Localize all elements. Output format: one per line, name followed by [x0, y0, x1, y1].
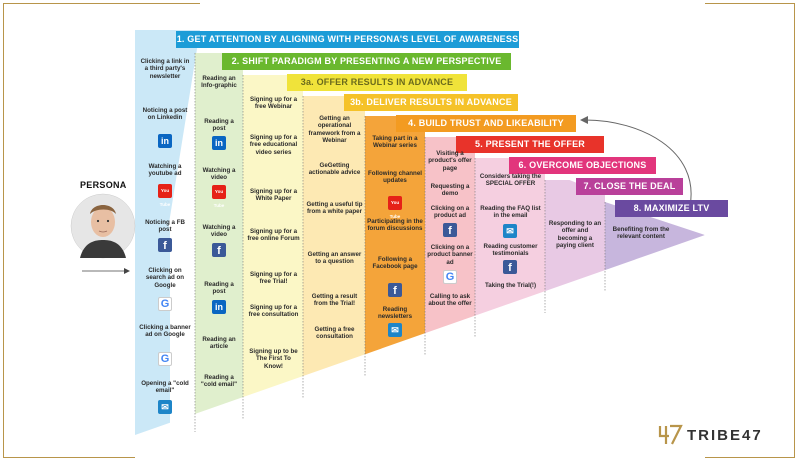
- mail-icon: ✉: [158, 400, 172, 414]
- stage-5-column: [425, 137, 475, 365]
- col4-step-3: Getting a useful tip from a white paper: [306, 201, 363, 216]
- stage-3b-header: 3b. DELIVER RESULTS IN ADVANCE: [344, 94, 518, 111]
- stage-6-column: [475, 158, 545, 340]
- tribe47-logo-icon: [658, 424, 683, 445]
- facebook-icon: f: [503, 260, 517, 274]
- col1-step-4: Noticing a FB post: [145, 219, 185, 234]
- stage-4-column: [365, 116, 425, 385]
- brand-name: TRIBE47: [687, 427, 763, 444]
- stage-3a-header: 3a. OFFER RESULTS IN ADVANCE: [287, 74, 467, 91]
- col7-step-3: Reading customer testimonials: [483, 243, 538, 258]
- col5-step-4: Following a Facebook page: [372, 256, 418, 271]
- stage-4-header: 4. BUILD TRUST AND LIKEABILITY: [396, 115, 576, 132]
- mail-icon: ✉: [388, 323, 402, 337]
- facebook-icon: f: [158, 238, 172, 252]
- col2-step-1: Reading an Info-graphic: [201, 75, 237, 90]
- col3-step-7: Signing up to be The First To Know!: [249, 348, 298, 370]
- col3-step-5: Signing up for a free Trial!: [249, 271, 298, 286]
- linkedin-icon: in: [212, 300, 226, 314]
- col5-step-3: Participating in the forum discussions: [367, 218, 423, 233]
- google-icon: G: [158, 352, 172, 366]
- col1-step-1: Clicking a link in a third party's newsl…: [140, 58, 190, 80]
- linkedin-icon: in: [158, 134, 172, 148]
- stage-3b-column: [303, 96, 365, 405]
- col9-step-1: Benefiting from the relevant content: [612, 226, 670, 241]
- col4-step-2: GeGetting actionable advice: [308, 162, 361, 177]
- column-dividers: [194, 53, 606, 432]
- col2-step-3: Watching a video: [202, 167, 236, 182]
- loop-arrow: [584, 119, 692, 207]
- youtube-icon: You Tube: [212, 185, 226, 208]
- facebook-icon: f: [443, 223, 457, 237]
- stage-5-header: 5. PRESENT THE OFFER: [456, 136, 604, 153]
- avatar-drawing: [70, 193, 136, 259]
- col5-step-1: Taking part in a Webinar series: [372, 135, 418, 150]
- stage-7-header: 7. CLOSE THE DEAL: [576, 178, 683, 195]
- stage-2-column: [195, 53, 243, 430]
- col6-step-3: Clicking on a product ad: [430, 205, 470, 220]
- col1-step-2: Noticing a post on Linkedin: [142, 107, 188, 122]
- col6-step-5: Calling to ask about the offer: [428, 293, 472, 308]
- col3-step-1: Signing up for a free Webinar: [249, 96, 298, 111]
- linkedin-icon: in: [212, 136, 226, 150]
- loop-arrow-head: [580, 116, 588, 124]
- col1-step-3: Watching a youtube ad: [148, 163, 182, 178]
- col1-step-5: Clicking on search ad on Google: [145, 267, 185, 289]
- stage-8-header: 8. MAXIMIZE LTV: [615, 200, 728, 217]
- col3-step-6: Signing up for a free consultation: [248, 304, 299, 319]
- youtube-icon: You Tube: [388, 196, 402, 219]
- col4-step-6: Getting a free consultation: [314, 326, 355, 341]
- col7-step-4: Taking the Trial(!): [484, 282, 537, 289]
- col4-step-4: Getting an answer to a question: [307, 251, 362, 266]
- col2-step-4: Watching a video: [202, 224, 236, 239]
- col2-step-6: Reading an article: [202, 336, 236, 351]
- persona-label: PERSONA: [80, 180, 127, 190]
- col2-step-5: Reading a post: [204, 281, 234, 296]
- stage-1-header: 1. GET ATTENTION BY ALIGNING WITH PERSON…: [176, 31, 519, 48]
- mail-icon: ✉: [503, 224, 517, 238]
- stage-2-header: 2. SHIFT PARADIGM BY PRESENTING A NEW PE…: [222, 53, 511, 70]
- facebook-icon: f: [212, 243, 226, 257]
- col3-step-4: Signing up for a free online Forum: [247, 228, 300, 243]
- stage-1-wedge: [135, 30, 200, 435]
- col4-step-1: Getting an operational framework from a …: [308, 115, 361, 145]
- col8-step-1: Responding to an offer and becoming a pa…: [548, 220, 602, 250]
- funnel-lower-cut: [135, 235, 705, 463]
- col1-step-7: Opening a "cold email": [141, 380, 189, 395]
- col4-step-5: Getting a result from the Trial!: [311, 293, 358, 308]
- col3-step-2: Signing up for a free educational video …: [249, 134, 298, 156]
- col7-step-1: Considers taking the SPECIAL OFFER: [479, 173, 542, 188]
- col1-step-6: Clicking a banner ad on Google: [139, 324, 191, 339]
- col7-step-2: Reading the FAQ list in the email: [480, 205, 541, 220]
- facebook-icon: f: [388, 283, 402, 297]
- col2-step-7: Reading a "cold email": [200, 374, 238, 389]
- col2-step-2: Reading a post: [204, 118, 234, 133]
- col6-step-4: Clicking on a product banner ad: [427, 244, 473, 266]
- col5-step-2: Following channel updates: [368, 170, 422, 185]
- col6-step-2: Requesting a demo: [430, 183, 470, 198]
- col3-step-3: Signing up for a White Paper: [249, 188, 298, 203]
- google-icon: G: [158, 297, 172, 311]
- youtube-icon: You Tube: [158, 184, 172, 207]
- col5-step-5: Reading newsletters: [377, 306, 413, 321]
- persona-arrow-head: [124, 268, 130, 274]
- google-icon: G: [443, 270, 457, 284]
- stage-6-header: 6. OVERCOME OBJECTIONS: [509, 157, 656, 174]
- col6-step-1: Visiting a product's offer page: [428, 150, 472, 172]
- stage-3a-column: [243, 75, 303, 420]
